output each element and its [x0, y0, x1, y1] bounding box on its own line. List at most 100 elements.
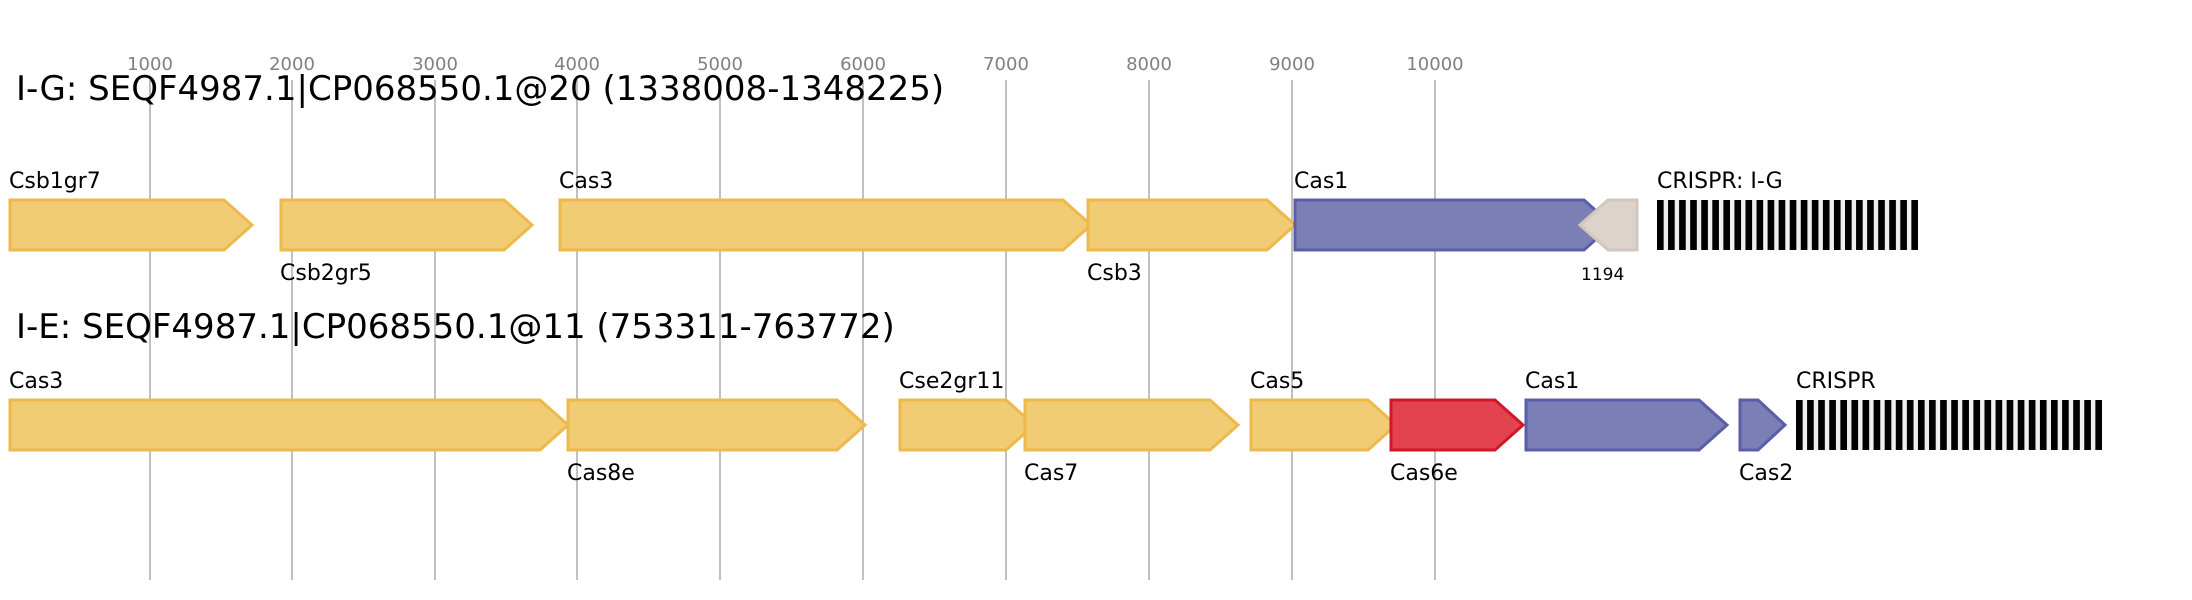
crispr-repeat [1940, 400, 1947, 450]
crispr-repeat [1657, 200, 1664, 250]
gene-arrow[interactable] [1249, 398, 1399, 452]
crispr-repeat [1867, 200, 1874, 250]
crispr-repeat [2028, 400, 2036, 450]
gene-arrow[interactable] [1577, 198, 1639, 252]
crispr-repeat [1807, 400, 1814, 450]
gene-arrow[interactable] [1389, 398, 1526, 452]
crispr-repeat [1973, 400, 1981, 450]
gene-arrow[interactable] [1293, 198, 1615, 252]
crispr-repeat [1745, 200, 1753, 250]
gene-label: Cas5 [1250, 369, 1304, 394]
crispr-repeat [1723, 200, 1730, 250]
crispr-array[interactable]: CRISPR: I-G [1657, 169, 1918, 250]
gene-arrow[interactable] [1023, 398, 1241, 452]
gene-arrow[interactable] [1738, 398, 1788, 452]
gene-arrow[interactable] [279, 198, 535, 252]
crispr-label: CRISPR [1796, 369, 1876, 394]
gene-label: Cas1 [1525, 369, 1579, 394]
gene-label: Cas3 [9, 369, 63, 394]
crispr-repeat [1833, 200, 1841, 250]
gene-label: Cas6e [1390, 461, 1458, 486]
crispr-repeat [2084, 400, 2091, 450]
crispr-background [1657, 200, 1918, 250]
gene-arrow[interactable] [8, 398, 571, 452]
axis-tick-label: 4000 [554, 54, 600, 75]
crispr-repeat [1995, 400, 2003, 450]
gene-label: Cas3 [559, 169, 613, 194]
gene-arrow[interactable] [558, 198, 1094, 252]
gene-arrow[interactable] [1524, 398, 1730, 452]
crispr-repeat [2095, 400, 2102, 450]
gene-cas8e[interactable]: Cas8e [566, 398, 868, 486]
gene-cas7[interactable]: Cas7 [1023, 398, 1241, 486]
crispr-repeat [1884, 400, 1892, 450]
crispr-repeat [1767, 200, 1775, 250]
crispr-repeat [2051, 400, 2058, 450]
gene-label: 1194 [1581, 265, 1624, 285]
gene-cas3[interactable]: Cas3 [558, 169, 1094, 252]
axis-tick-label: 3000 [412, 54, 458, 75]
gene-label: Csb2gr5 [280, 261, 372, 286]
crispr-repeat [1895, 400, 1903, 450]
crispr-repeat [2073, 400, 2080, 450]
crispr-repeat [1690, 200, 1697, 250]
gene-csb3[interactable]: Csb3 [1086, 198, 1298, 286]
gene-cas1[interactable]: Cas1 [1293, 169, 1615, 252]
gene-cas6e[interactable]: Cas6e [1389, 398, 1526, 486]
gene-label: Csb1gr7 [9, 169, 101, 194]
gene-cas5[interactable]: Cas5 [1249, 369, 1399, 452]
gene-arrow[interactable] [1086, 198, 1298, 252]
axis-tick-label: 9000 [1269, 54, 1315, 75]
axis-tick-label: 2000 [269, 54, 315, 75]
crispr-repeat [1734, 200, 1742, 250]
crispr-repeat [1811, 200, 1819, 250]
crispr-repeat [1796, 400, 1803, 450]
gene-csb1gr7[interactable]: Csb1gr7 [8, 169, 255, 252]
gene-1194[interactable]: 1194 [1577, 198, 1639, 285]
crispr-repeat [1889, 200, 1896, 250]
crispr-repeat [1829, 400, 1836, 450]
crispr-label: CRISPR: I-G [1657, 169, 1783, 194]
axis-tick-label: 6000 [840, 54, 886, 75]
crispr-repeat [1778, 200, 1786, 250]
gene-arrow[interactable] [566, 398, 868, 452]
gene-csb2gr5[interactable]: Csb2gr5 [279, 198, 535, 286]
crispr-repeat [1878, 200, 1885, 250]
gene-cas2[interactable]: Cas2 [1738, 398, 1793, 486]
locus-title: I-E: SEQF4987.1|CP068550.1@11 (753311-76… [16, 307, 895, 347]
crispr-repeat [1851, 400, 1859, 450]
crispr-array[interactable]: CRISPR [1796, 369, 2102, 450]
axis-tick-label: 5000 [697, 54, 743, 75]
gene-label: Cas8e [567, 461, 635, 486]
axis-tick-label: 1000 [127, 54, 173, 75]
crispr-repeat [1911, 200, 1918, 250]
gene-cas1[interactable]: Cas1 [1524, 369, 1730, 452]
crispr-repeat [1822, 200, 1830, 250]
gene-cse2gr11[interactable]: Cse2gr11 [898, 369, 1037, 452]
locus-1: I-G: SEQF4987.1|CP068550.1@20 (1338008-1… [8, 69, 1918, 286]
crispr-repeat [1862, 400, 1870, 450]
axis-tick-label: 10000 [1406, 54, 1463, 75]
crispr-repeat [1906, 400, 1914, 450]
crispr-repeat [2062, 400, 2069, 450]
gene-label: Cas1 [1294, 169, 1348, 194]
axis-tick-label: 8000 [1126, 54, 1172, 75]
crispr-repeat [1873, 400, 1881, 450]
locus-2: I-E: SEQF4987.1|CP068550.1@11 (753311-76… [8, 307, 2102, 486]
axis-tick-label: 7000 [983, 54, 1029, 75]
locus-title: I-G: SEQF4987.1|CP068550.1@20 (1338008-1… [16, 69, 944, 109]
gene-label: Csb3 [1087, 261, 1142, 286]
gene-cas3[interactable]: Cas3 [8, 369, 571, 452]
crispr-repeat [1818, 400, 1825, 450]
crispr-repeat [1701, 200, 1708, 250]
gene-arrow[interactable] [8, 198, 255, 252]
crispr-repeat [1951, 400, 1958, 450]
crispr-repeat [1789, 200, 1797, 250]
crispr-repeat [1668, 200, 1675, 250]
crispr-repeat [1856, 200, 1863, 250]
crispr-repeat [2017, 400, 2025, 450]
crispr-repeat [1840, 400, 1847, 450]
crispr-repeat [1679, 200, 1686, 250]
gene-arrow[interactable] [898, 398, 1037, 452]
